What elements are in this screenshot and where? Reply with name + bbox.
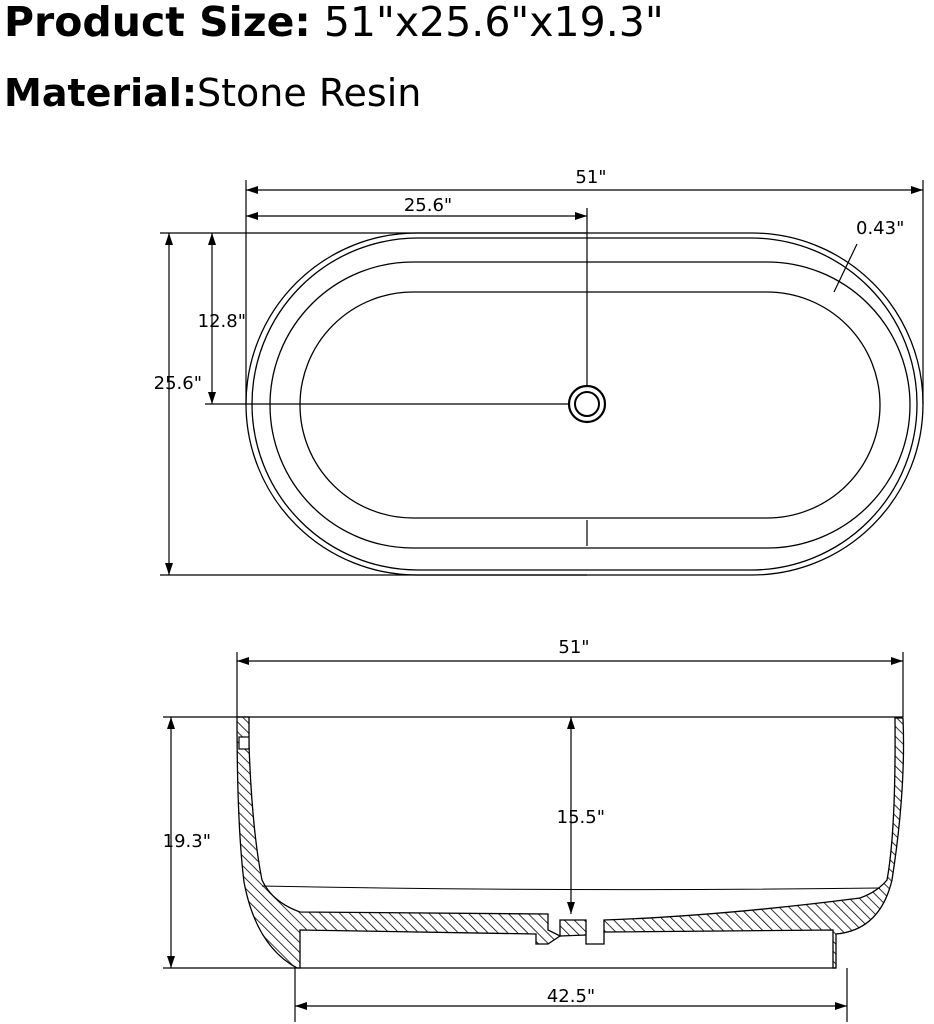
product-size-value: 51"x25.6"x19.3" <box>310 0 664 46</box>
label-overall-width: 25.6" <box>154 373 202 394</box>
product-size-label: Product Size: <box>4 0 311 46</box>
top-view-dimensions <box>160 180 924 576</box>
overflow-opening <box>238 736 250 750</box>
section-left-wall-and-floor <box>236 716 905 969</box>
label-top-half-length: 25.6" <box>404 195 452 216</box>
label-base-length: 42.5" <box>547 986 595 1007</box>
tub-basin-outline <box>299 291 881 519</box>
product-size-line: Product Size: 51"x25.6"x19.3" <box>4 2 664 43</box>
material-line: Material:Stone Resin <box>4 74 421 112</box>
label-rim-thickness: 0.43" <box>856 218 904 239</box>
label-overall-height: 19.3" <box>163 831 211 852</box>
drain-inner-ring <box>574 391 600 417</box>
side-view-labels: 51" 15.5" 19.3" 42.5" <box>163 637 605 1007</box>
leader-rim-thickness <box>833 243 858 293</box>
material-value: Stone Resin <box>197 71 422 115</box>
tub-rim-inner-outline <box>269 261 911 549</box>
top-view-labels: 51" 25.6" 0.43" 12.8" 25.6" <box>154 167 905 394</box>
material-label: Material: <box>4 71 198 115</box>
side-view <box>236 716 905 969</box>
label-top-overall-length: 51" <box>575 167 606 188</box>
side-view-dimensions <box>163 652 904 1022</box>
label-interior-depth: 15.5" <box>557 807 605 828</box>
interior-bottom-curve <box>261 885 881 891</box>
label-half-width: 12.8" <box>198 311 246 332</box>
label-side-overall-length: 51" <box>558 637 589 658</box>
